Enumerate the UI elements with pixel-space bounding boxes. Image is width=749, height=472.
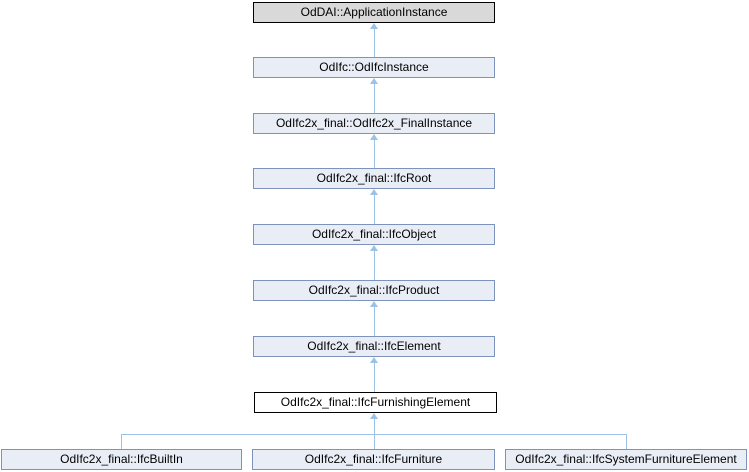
edge-stem [374,363,375,392]
edge-stub-left [121,434,122,449]
edge-stub-right [626,434,627,449]
edge-arrowhead [370,245,378,251]
edge-arrowhead [370,134,378,140]
class-node-ifcproduct[interactable]: OdIfc2x_final::IfcProduct [253,280,495,301]
class-node-ifcfurnishingelement-current: OdIfc2x_final::IfcFurnishingElement [254,392,497,413]
edge-arrowhead [370,301,378,307]
class-node-ifcroot[interactable]: OdIfc2x_final::IfcRoot [253,168,495,189]
edge-arrowhead [370,413,378,419]
edge-stem [374,419,375,435]
class-node-ifcobject[interactable]: OdIfc2x_final::IfcObject [253,224,495,245]
edge-stub-middle [374,434,375,449]
edge-arrowhead [370,189,378,195]
edge-stem [374,307,375,336]
edge-stem [374,84,375,113]
edge-stem [374,140,375,168]
class-node-odifc2x-finalinstance[interactable]: OdIfc2x_final::OdIfc2x_FinalInstance [253,113,495,134]
edge-arrowhead [370,357,378,363]
edge-arrowhead [370,78,378,84]
class-node-ifcfurniture[interactable]: OdIfc2x_final::IfcFurniture [252,449,495,470]
class-node-odifcinstance[interactable]: OdIfc::OdIfcInstance [253,57,495,78]
class-node-application-instance: OdDAI::ApplicationInstance [253,2,495,23]
edge-stem [374,251,375,280]
edge-stem [374,195,375,224]
edge-arrowhead [370,23,378,29]
class-node-ifcelement[interactable]: OdIfc2x_final::IfcElement [253,336,495,357]
edge-stem [374,29,375,57]
class-node-ifcsystemfurnitureelement[interactable]: OdIfc2x_final::IfcSystemFurnitureElement [505,449,747,470]
class-node-ifcbuiltin[interactable]: OdIfc2x_final::IfcBuiltIn [1,449,242,470]
